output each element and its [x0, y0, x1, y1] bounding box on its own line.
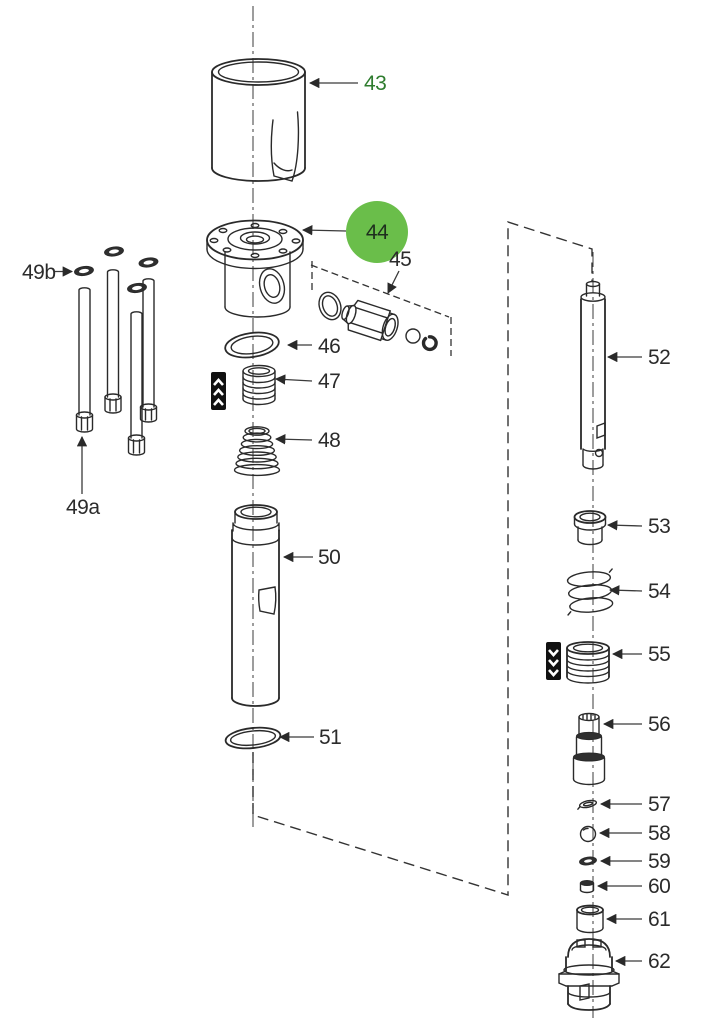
callout-58: 58	[598, 822, 671, 845]
part-46-o-ring	[224, 331, 280, 359]
o-ring-small	[318, 291, 342, 321]
part-56-piston	[572, 712, 606, 786]
part-label-60[interactable]: 60	[648, 875, 671, 898]
part-label-62[interactable]: 62	[648, 950, 671, 973]
highlight-circle-part-44[interactable]	[346, 201, 408, 263]
ball-small	[405, 328, 421, 344]
part-57-washer	[577, 799, 598, 810]
part-54-spring	[566, 568, 614, 616]
callout-50: 50	[282, 546, 341, 569]
callout-61: 61	[605, 908, 671, 931]
callout-53: 53	[606, 515, 671, 538]
hex-bolt	[139, 278, 158, 423]
part-label-51[interactable]: 51	[319, 726, 342, 749]
part-55-spring	[566, 641, 610, 684]
part-label-50[interactable]: 50	[318, 546, 341, 569]
part-label-59[interactable]: 59	[648, 850, 671, 873]
part-label-46[interactable]: 46	[318, 335, 341, 358]
hex-bolt	[75, 287, 94, 433]
part-label-43[interactable]: 43	[364, 72, 387, 95]
part-53-bushing	[573, 510, 607, 546]
part-62-valve-body	[558, 938, 620, 1011]
part-49b-washers	[74, 246, 159, 294]
hex-fitting	[341, 299, 399, 342]
callout-46: 46	[286, 335, 341, 358]
callout-51: 51	[278, 726, 342, 749]
part-47-spring	[242, 364, 276, 406]
callout-56: 56	[602, 713, 671, 736]
part-label-45[interactable]: 45	[389, 248, 412, 271]
part-label-53[interactable]: 53	[648, 515, 671, 538]
part-52-piston-rod	[580, 280, 606, 470]
part-label-57[interactable]: 57	[648, 793, 671, 816]
part-59-seal	[579, 856, 597, 866]
callout-47: 47	[274, 370, 341, 393]
callout-43: 43	[308, 72, 387, 95]
hex-bolt	[127, 311, 146, 456]
part-label-48[interactable]: 48	[318, 429, 341, 452]
part-48-conical-spring	[233, 426, 281, 477]
part-49a-bolts	[75, 269, 158, 456]
callout-49b: 49b	[22, 261, 74, 284]
part-43-outer-cylinder	[211, 58, 306, 182]
callout-45: 45	[387, 248, 412, 294]
part-44-flange-head	[206, 219, 304, 318]
circlip	[421, 335, 438, 352]
callout-54: 54	[608, 580, 672, 603]
callout-57: 57	[599, 793, 671, 816]
part-label-52[interactable]: 52	[648, 346, 671, 369]
part-61-bushing	[576, 904, 604, 934]
part-label-49a[interactable]: 49a	[66, 496, 101, 519]
part-label-58[interactable]: 58	[648, 822, 671, 845]
hex-bolt	[104, 269, 122, 414]
callout-49a: 49a	[66, 435, 101, 519]
lubrication-chevrons-up-icon	[211, 372, 226, 410]
part-label-61[interactable]: 61	[648, 908, 671, 931]
part-45-valve-kit	[310, 261, 452, 356]
part-label-47[interactable]: 47	[318, 370, 341, 393]
callout-55: 55	[611, 643, 671, 666]
part-60-ring	[579, 880, 595, 894]
part-label-56[interactable]: 56	[648, 713, 671, 736]
part-label-55[interactable]: 55	[648, 643, 671, 666]
callout-60: 60	[596, 875, 671, 898]
lubrication-chevrons-down-icon	[546, 642, 561, 680]
part-50-pump-tube	[231, 504, 280, 707]
part-label-54[interactable]: 54	[648, 580, 672, 603]
callout-62: 62	[614, 950, 671, 973]
part-label-44[interactable]: 44	[366, 221, 390, 244]
callout-44: 44	[301, 221, 390, 244]
callout-52: 52	[606, 346, 671, 369]
callout-59: 59	[599, 850, 671, 873]
assembly-dashed-line	[252, 221, 593, 896]
part-label-49b[interactable]: 49b	[22, 261, 56, 284]
callout-48: 48	[274, 429, 341, 452]
part-58-ball	[579, 825, 597, 843]
